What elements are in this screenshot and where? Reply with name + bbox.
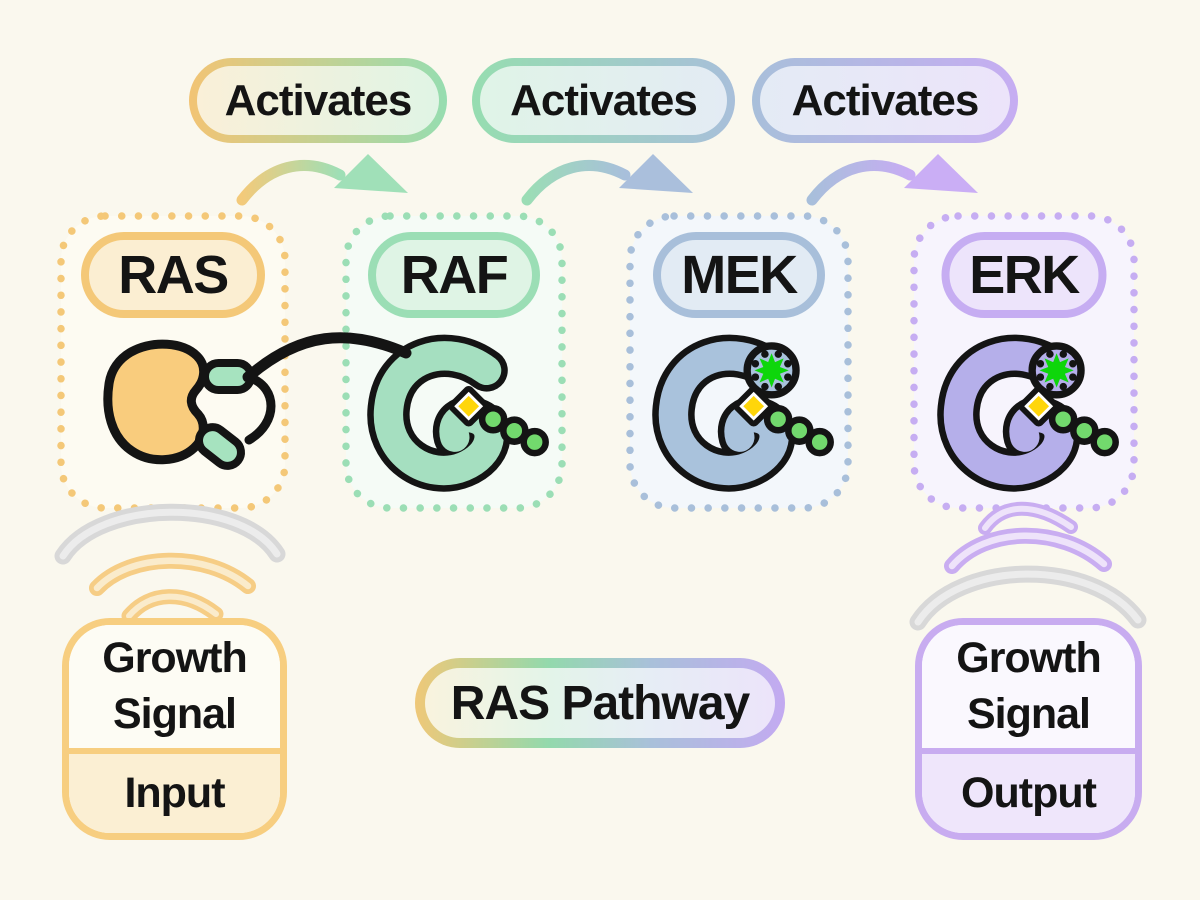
growth-signal-text: Growth Signal	[922, 625, 1135, 748]
input-tag-label: Input	[124, 769, 225, 817]
mek-kinase-protein-icon	[641, 328, 837, 491]
node-ras: RAS	[57, 212, 289, 512]
output-tag: Output	[922, 748, 1135, 833]
activates-label: Activates	[224, 75, 413, 125]
erk-kinase-protein-icon	[926, 328, 1122, 491]
growth-signal-text: Growth Signal	[69, 625, 280, 748]
ras-label-pill: RAS	[81, 232, 265, 318]
node-label: RAF	[400, 245, 509, 305]
ras-pathway-title-pill: RAS Pathway	[415, 658, 785, 748]
ras-gtpase-protein-icon	[101, 338, 281, 478]
activates-pill-2: Activates	[472, 58, 735, 143]
input-tag: Input	[69, 748, 280, 833]
pathway-title: RAS Pathway	[450, 676, 750, 730]
mek-label-pill: MEK	[653, 232, 825, 318]
node-label: MEK	[681, 245, 798, 305]
node-label: ERK	[969, 245, 1080, 305]
activates-label: Activates	[791, 75, 980, 125]
node-raf: RAF	[342, 212, 566, 512]
growth-signal-output-box: Growth Signal Output	[915, 618, 1142, 840]
growth-line: Growth	[956, 634, 1101, 683]
raf-to-mek-arrow-icon	[521, 154, 693, 206]
raf-label-pill: RAF	[368, 232, 540, 318]
ras-to-raf-arrow-icon	[236, 154, 408, 206]
raf-kinase-protein-icon	[356, 328, 552, 491]
output-tag-label: Output	[961, 769, 1097, 817]
signal-line: Signal	[112, 689, 237, 738]
node-label: RAS	[118, 245, 229, 305]
signal-line: Signal	[966, 689, 1091, 738]
node-mek: MEK	[626, 212, 852, 512]
erk-label-pill: ERK	[941, 232, 1107, 318]
mek-to-erk-arrow-icon	[806, 154, 978, 206]
activates-pill-1: Activates	[189, 58, 447, 143]
growth-line: Growth	[102, 634, 247, 683]
activates-label: Activates	[510, 75, 698, 125]
growth-signal-input-box: Growth Signal Input	[62, 618, 287, 840]
activates-pill-3: Activates	[752, 58, 1018, 143]
node-erk: ERK	[910, 212, 1138, 512]
